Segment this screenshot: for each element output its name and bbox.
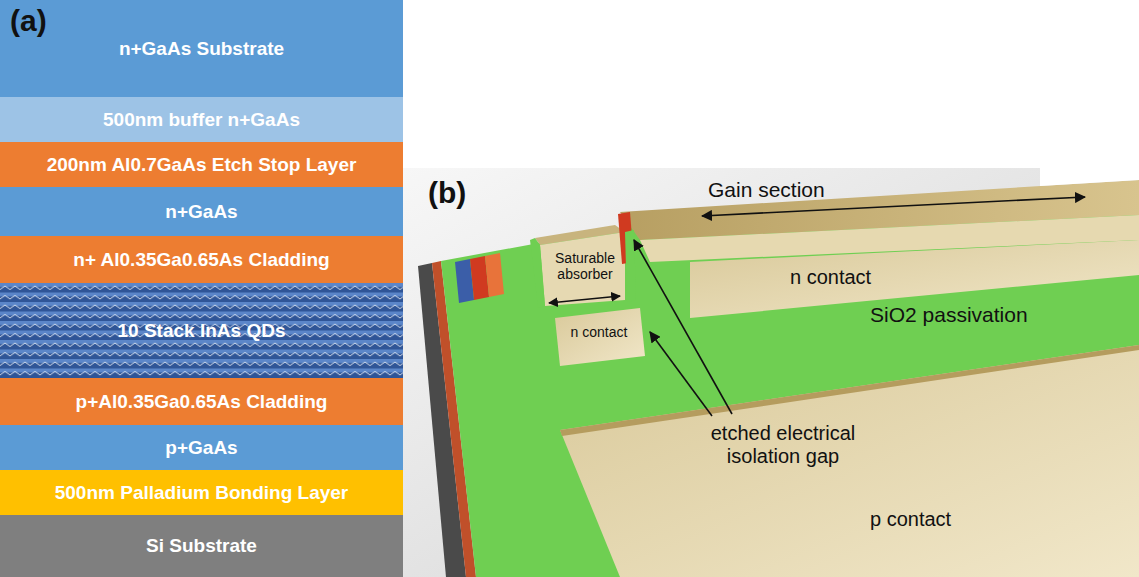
- part-label: SiO2 passivation: [870, 303, 1028, 327]
- layer-band: p+GaAs: [0, 425, 403, 470]
- leader-arrow: [650, 332, 712, 416]
- layer-band: Si Substrate: [0, 515, 403, 577]
- layer-label: Si Substrate: [146, 535, 257, 557]
- layer-label: 500nm buffer n+GaAs: [103, 109, 300, 131]
- sio2-passivation-surface: [441, 186, 1139, 577]
- section-label: Saturable absorber: [548, 250, 622, 282]
- n-contact-pad-small: [555, 308, 645, 366]
- absorber-passivation: [530, 238, 545, 308]
- layer-label: 10 Stack InAs QDs: [118, 320, 286, 342]
- layer-band: n+GaAs: [0, 187, 403, 236]
- render-background: [403, 168, 1139, 577]
- absorber-length-arrow: [549, 296, 620, 303]
- panel-label: (a): [10, 4, 47, 39]
- qd-stack-pattern: [0, 283, 403, 378]
- layer-label: n+GaAs Substrate: [119, 38, 284, 60]
- layer-band: 200nm Al0.7GaAs Etch Stop Layer: [0, 142, 403, 187]
- leader-arrow: [634, 240, 732, 414]
- gain-ridge-side: [640, 215, 1139, 262]
- layer-label: 200nm Al0.7GaAs Etch Stop Layer: [47, 154, 357, 176]
- layer-edge: [485, 253, 504, 297]
- layer-label: p+GaAs: [165, 437, 237, 459]
- layer-band: 500nm buffer n+GaAs: [0, 97, 403, 142]
- layer-band: 500nm Palladium Bonding Layer: [0, 470, 403, 515]
- ridge-top-highlight: [1040, 160, 1139, 186]
- p-contact-pad: [560, 345, 1139, 577]
- layer-band: n+GaAs Substrate: [0, 0, 403, 97]
- part-label: p contact: [870, 508, 951, 531]
- part-label: n contact: [562, 324, 636, 340]
- layer-label: 500nm Palladium Bonding Layer: [55, 482, 349, 504]
- section-label: Gain section: [708, 178, 825, 202]
- layer-label: p+Al0.35Ga0.65As Cladding: [76, 391, 328, 413]
- callout-text: etched electrical isolation gap: [676, 422, 890, 468]
- layer-label: n+ Al0.35Ga0.65As Cladding: [73, 249, 329, 271]
- panel-label: (b): [428, 176, 466, 211]
- layer-band: n+ Al0.35Ga0.65As Cladding: [0, 236, 403, 283]
- absorber-front: [540, 232, 625, 306]
- layer-label: n+GaAs: [165, 201, 237, 223]
- layer-band: 10 Stack InAs QDs: [0, 283, 403, 378]
- layer-band: p+Al0.35Ga0.65As Cladding: [0, 378, 403, 425]
- part-label: n contact: [790, 266, 871, 289]
